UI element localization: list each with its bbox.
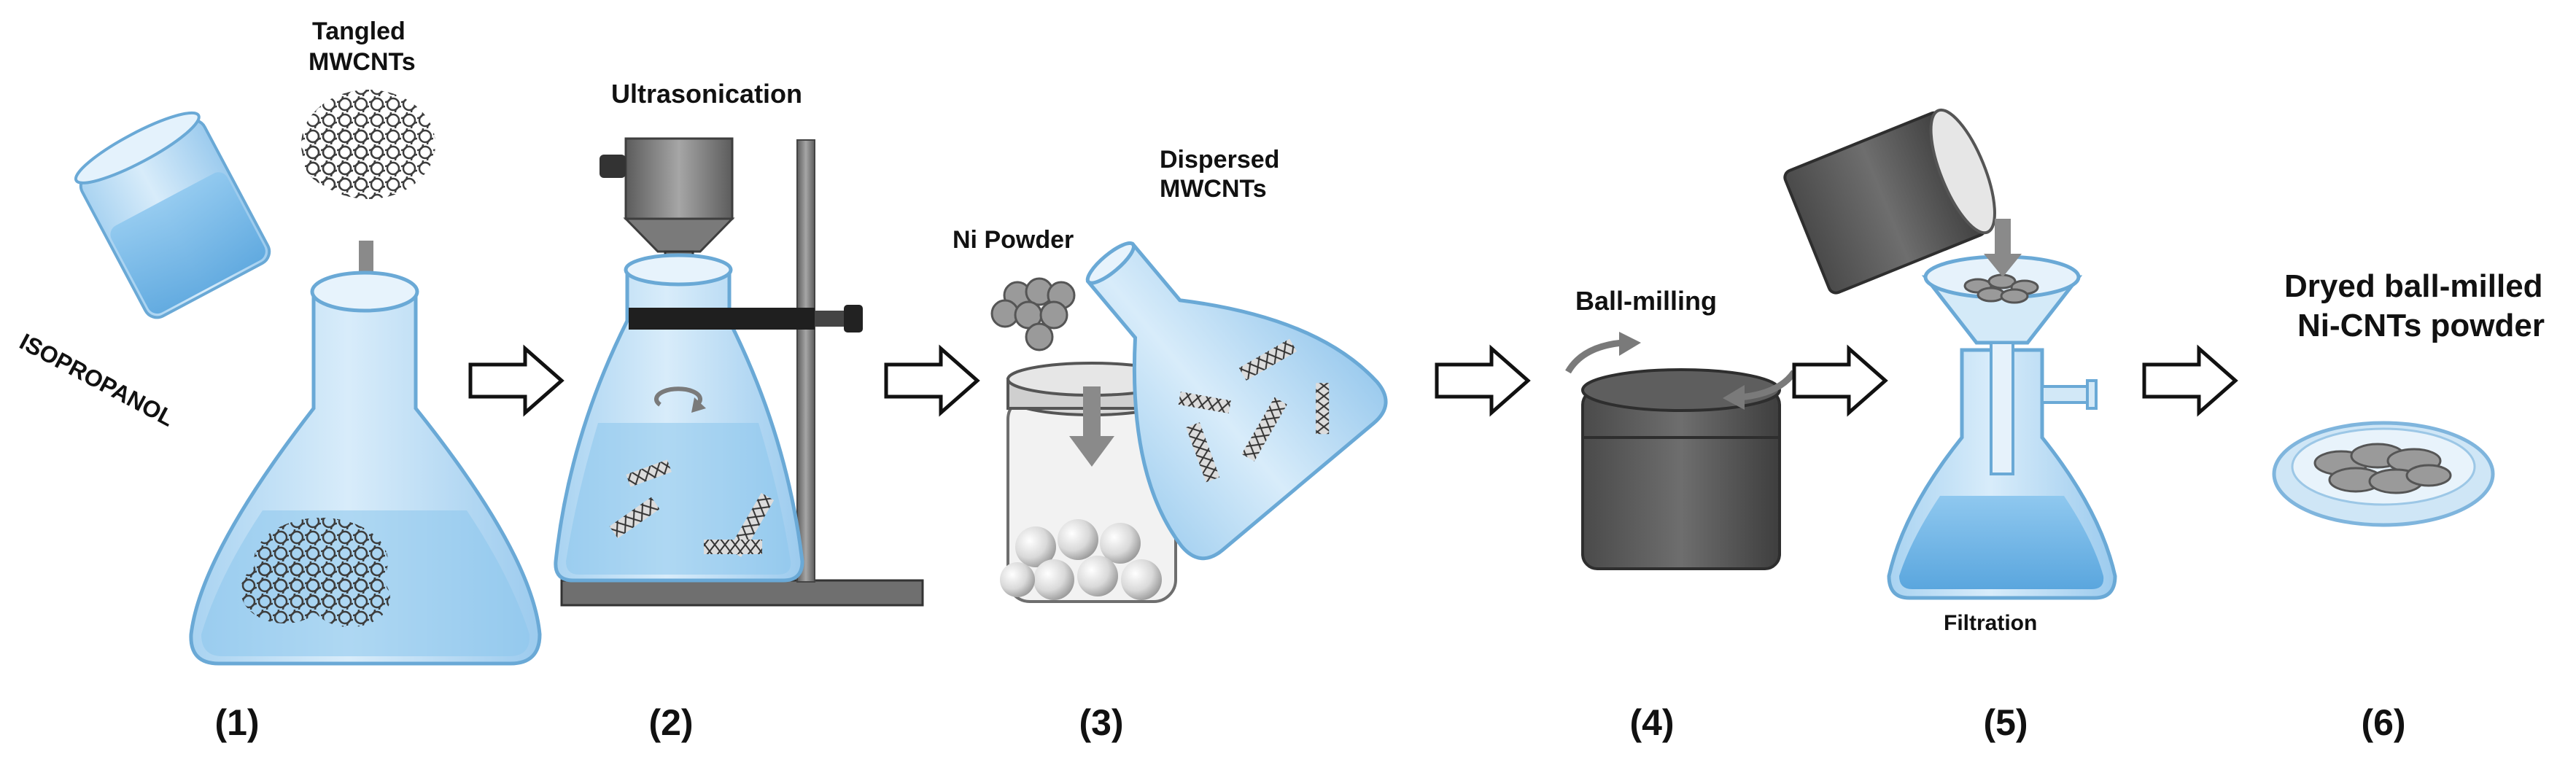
tangled-mwcnts-icon [301, 90, 435, 199]
dispersed-label-line1: Dispersed [1160, 146, 1280, 174]
step2-group [554, 137, 924, 607]
filtration-flask-icon [1887, 219, 2117, 600]
process-arrow-icon [468, 344, 565, 417]
ultrasonication-flask-icon [554, 253, 804, 583]
pour-arrow-icon [1069, 386, 1114, 467]
petri-dish-icon [2272, 421, 2495, 527]
stand-rod [796, 139, 815, 583]
step6-group [2272, 421, 2495, 527]
ball-mill-jar-icon [1581, 368, 1781, 570]
step-number-4: (4) [1629, 702, 1675, 743]
stand-base [560, 579, 924, 607]
process-arrow-icon [2142, 344, 2238, 417]
isopropanol-beaker-icon [74, 111, 271, 319]
step-number-6: (6) [2361, 702, 2406, 743]
dispersed-mwcnts-flask-icon [1085, 241, 1388, 561]
dryed-label-line1: Dryed ball-milled [2284, 268, 2543, 304]
ball-milling-label: Ball-milling [1575, 286, 1718, 316]
process-arrow-icon [1792, 344, 1888, 417]
step5-group [1783, 108, 2117, 600]
dryed-label-line2: Ni-CNTs powder [2297, 308, 2545, 343]
erlenmeyer-flask-icon [189, 271, 542, 666]
tangled-label-line2: MWCNTs [309, 48, 416, 76]
step-number-5: (5) [1983, 702, 2028, 743]
rotation-arrows-icon [654, 386, 702, 407]
tangled-label-line1: Tangled [312, 18, 406, 45]
pouring-jar-icon [1783, 108, 1996, 295]
process-arrow-icon [884, 344, 980, 417]
clamp-icon [629, 305, 863, 332]
ni-powder-particles-icon [990, 277, 1076, 351]
process-arrow-icon [1435, 344, 1531, 417]
step-number-1: (1) [214, 702, 260, 743]
dispersed-label-line2: MWCNTs [1160, 175, 1267, 203]
filtration-label: Filtration [1944, 611, 2038, 635]
step3-group [990, 241, 1388, 603]
rotation-arrows-icon [1565, 339, 1797, 401]
ultrasonication-label: Ultrasonication [611, 79, 803, 109]
step-number-3: (3) [1079, 702, 1124, 743]
step1-group [74, 90, 542, 666]
step4-group [1565, 332, 1797, 570]
ni-powder-label: Ni Powder [953, 226, 1074, 254]
step-number-2: (2) [648, 702, 694, 743]
